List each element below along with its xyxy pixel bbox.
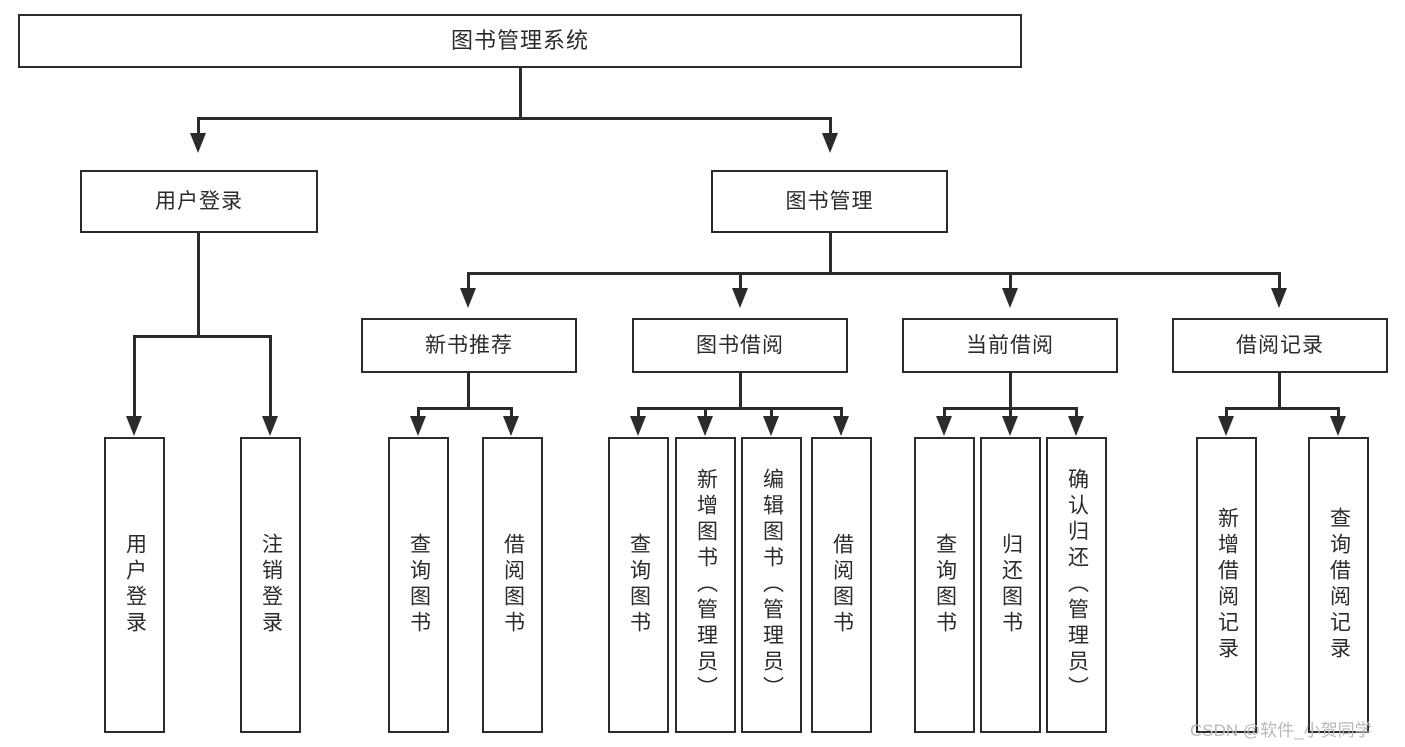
arrowhead-leaf-borrow-book-1	[503, 416, 519, 436]
node-new-book-recommend[interactable]: 新书推荐	[361, 318, 577, 373]
arrowhead-book-borrow	[732, 288, 748, 308]
arrowhead-leaf-query-book-1	[410, 416, 426, 436]
node-label: 借阅图书	[830, 533, 854, 637]
node-label: 借阅图书	[501, 533, 525, 637]
connector-borrow-record-stem	[1278, 373, 1281, 407]
arrowhead-user-login	[190, 133, 206, 153]
connector-drop-leaf-return-book	[1009, 407, 1012, 418]
connector-drop-leaf-query-book-3	[943, 407, 946, 418]
node-root-book-management-system[interactable]: 图书管理系统	[18, 14, 1022, 68]
leaf-query-book-current[interactable]: 查询图书	[914, 437, 975, 733]
connector-drop-leaf-borrow-book-1	[510, 407, 513, 418]
leaf-borrow-book-recommend[interactable]: 借阅图书	[482, 437, 543, 733]
node-label: 新书推荐	[425, 333, 513, 357]
arrowhead-leaf-user-login	[126, 416, 142, 436]
node-label: 查询图书	[933, 533, 957, 637]
connector-drop-new-book	[467, 272, 470, 290]
connector-drop-leaf-add-record	[1225, 407, 1228, 418]
arrowhead-leaf-add-book	[697, 416, 713, 436]
connector-new-book-bus	[417, 407, 512, 410]
connector-book-borrow-stem	[739, 373, 742, 407]
arrowhead-leaf-return-book	[1002, 416, 1018, 436]
connector-user-login-bus	[133, 335, 272, 338]
connector-user-login-stem	[197, 233, 200, 335]
node-current-borrow[interactable]: 当前借阅	[902, 318, 1118, 373]
leaf-logout[interactable]: 注销登录	[240, 437, 301, 733]
connector-drop-borrow-record	[1278, 272, 1281, 290]
connector-drop-user-login	[197, 117, 200, 135]
connector-drop-leaf-edit-book	[770, 407, 773, 418]
connector-drop-leaf-query-book-2	[637, 407, 640, 418]
leaf-return-book[interactable]: 归还图书	[980, 437, 1041, 733]
node-borrow-record[interactable]: 借阅记录	[1172, 318, 1388, 373]
connector-drop-leaf-borrow-book-2	[840, 407, 843, 418]
node-label: 图书借阅	[696, 333, 784, 357]
connector-root-stem	[519, 68, 522, 117]
node-book-management[interactable]: 图书管理	[711, 170, 948, 233]
arrowhead-current-borrow	[1002, 288, 1018, 308]
arrowhead-leaf-query-record	[1330, 416, 1346, 436]
arrowhead-borrow-record	[1271, 288, 1287, 308]
leaf-query-book-recommend[interactable]: 查询图书	[388, 437, 449, 733]
arrowhead-leaf-confirm-return	[1068, 416, 1084, 436]
node-label: 查询图书	[407, 533, 431, 637]
node-label: 借阅记录	[1236, 333, 1324, 357]
arrowhead-leaf-logout	[262, 416, 278, 436]
connector-borrow-record-bus	[1225, 407, 1339, 410]
connector-drop-leaf-query-record	[1337, 407, 1340, 418]
connector-drop-current-borrow	[1009, 272, 1012, 290]
csdn-watermark: CSDN @软件_小贺同学	[1190, 721, 1372, 740]
node-label: 查询借阅记录	[1327, 507, 1351, 663]
connector-drop-leaf-logout	[269, 335, 272, 418]
connector-new-book-stem	[467, 373, 470, 407]
arrowhead-leaf-edit-book	[763, 416, 779, 436]
leaf-add-book-admin[interactable]: 新增图书（管理员）	[675, 437, 736, 733]
node-label: 归还图书	[999, 533, 1023, 637]
connector-book-borrow-bus	[637, 407, 842, 410]
connector-drop-leaf-user-login	[133, 335, 136, 418]
node-label: 用户登录	[155, 189, 243, 213]
leaf-user-login[interactable]: 用户登录	[104, 437, 165, 733]
leaf-query-book-borrow[interactable]: 查询图书	[608, 437, 669, 733]
leaf-edit-book-admin[interactable]: 编辑图书（管理员）	[741, 437, 802, 733]
arrowhead-leaf-borrow-book-2	[833, 416, 849, 436]
node-user-login[interactable]: 用户登录	[80, 170, 318, 233]
node-label: 新增图书（管理员）	[694, 468, 718, 702]
connector-book-management-stem	[829, 233, 832, 272]
node-label: 查询图书	[627, 533, 651, 637]
connector-drop-book-borrow	[739, 272, 742, 290]
connector-level2-bus	[197, 117, 832, 120]
node-label: 当前借阅	[966, 333, 1054, 357]
arrowhead-leaf-query-book-3	[936, 416, 952, 436]
connector-current-borrow-stem	[1009, 373, 1012, 407]
node-label: 新增借阅记录	[1215, 507, 1239, 663]
leaf-add-borrow-record[interactable]: 新增借阅记录	[1196, 437, 1257, 733]
node-label: 编辑图书（管理员）	[760, 468, 784, 702]
node-label: 确认归还（管理员）	[1065, 468, 1089, 702]
node-label: 图书管理	[785, 189, 874, 213]
arrowhead-book-management	[822, 133, 838, 153]
leaf-query-borrow-record[interactable]: 查询借阅记录	[1308, 437, 1369, 733]
leaf-confirm-return-admin[interactable]: 确认归还（管理员）	[1046, 437, 1107, 733]
node-label: 注销登录	[259, 533, 283, 637]
arrowhead-leaf-add-record	[1218, 416, 1234, 436]
node-book-borrow[interactable]: 图书借阅	[632, 318, 848, 373]
connector-drop-leaf-query-book-1	[417, 407, 420, 418]
arrowhead-new-book	[460, 288, 476, 308]
connector-drop-leaf-confirm-return	[1075, 407, 1078, 418]
connector-level3-bus	[467, 272, 1281, 275]
leaf-borrow-book-borrow[interactable]: 借阅图书	[811, 437, 872, 733]
arrowhead-leaf-query-book-2	[630, 416, 646, 436]
node-label: 用户登录	[123, 533, 147, 637]
node-label: 图书管理系统	[450, 27, 589, 53]
connector-drop-leaf-add-book	[704, 407, 707, 418]
connector-drop-book-management	[829, 117, 832, 135]
